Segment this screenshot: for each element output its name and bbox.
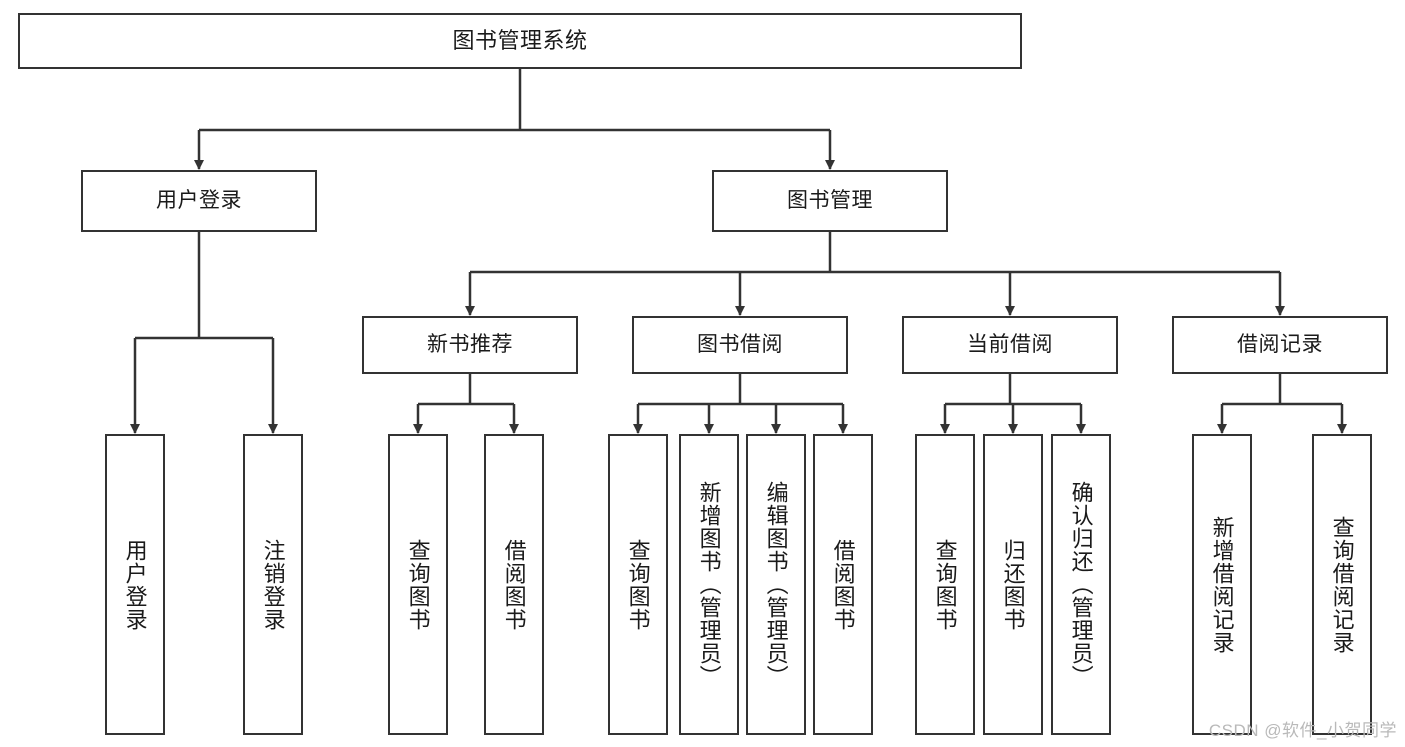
node-label: 注销登录 [260, 538, 286, 631]
node-label: 借阅图书 [501, 538, 527, 631]
node-label: 图书管理 [787, 188, 873, 212]
node-leaf-user-logout[interactable]: 注销登录 [243, 434, 303, 735]
node-leaf-borrow-book-2[interactable]: 借阅图书 [813, 434, 873, 735]
node-label: 查询借阅记录 [1329, 515, 1355, 654]
node-label: 新增借阅记录 [1209, 515, 1235, 654]
node-borrow-record[interactable]: 借阅记录 [1172, 316, 1388, 374]
node-leaf-query-book-1[interactable]: 查询图书 [388, 434, 448, 735]
node-leaf-query-book-3[interactable]: 查询图书 [915, 434, 975, 735]
node-label: 图书管理系统 [452, 28, 588, 54]
node-label: 查询图书 [625, 538, 651, 631]
node-leaf-add-record[interactable]: 新增借阅记录 [1192, 434, 1252, 735]
node-root[interactable]: 图书管理系统 [18, 13, 1022, 69]
node-leaf-query-book-2[interactable]: 查询图书 [608, 434, 668, 735]
node-label: 新书推荐 [427, 332, 513, 356]
node-leaf-borrow-book-1[interactable]: 借阅图书 [484, 434, 544, 735]
node-current-borrow[interactable]: 当前借阅 [902, 316, 1118, 374]
node-label: 编辑图书（管理员） [763, 481, 789, 688]
node-label: 当前借阅 [967, 332, 1053, 356]
node-label: 借阅记录 [1237, 332, 1323, 356]
connector-lines [130, 69, 1347, 434]
node-leaf-edit-book[interactable]: 编辑图书（管理员） [746, 434, 806, 735]
node-label: 图书借阅 [697, 332, 783, 356]
node-leaf-user-login[interactable]: 用户登录 [105, 434, 165, 735]
node-label: 借阅图书 [830, 538, 856, 631]
node-label: 用户登录 [122, 538, 148, 631]
node-label: 归还图书 [1000, 538, 1026, 631]
node-book-manage[interactable]: 图书管理 [712, 170, 948, 232]
node-book-borrow[interactable]: 图书借阅 [632, 316, 848, 374]
node-label: 确认归还（管理员） [1068, 481, 1094, 688]
node-new-book-rec[interactable]: 新书推荐 [362, 316, 578, 374]
node-leaf-query-record[interactable]: 查询借阅记录 [1312, 434, 1372, 735]
node-leaf-confirm-return[interactable]: 确认归还（管理员） [1051, 434, 1111, 735]
node-leaf-return-book[interactable]: 归还图书 [983, 434, 1043, 735]
node-label: 新增图书（管理员） [696, 481, 722, 688]
node-label: 查询图书 [932, 538, 958, 631]
node-label: 查询图书 [405, 538, 431, 631]
node-user-login[interactable]: 用户登录 [81, 170, 317, 232]
node-leaf-add-book[interactable]: 新增图书（管理员） [679, 434, 739, 735]
node-label: 用户登录 [156, 188, 242, 212]
